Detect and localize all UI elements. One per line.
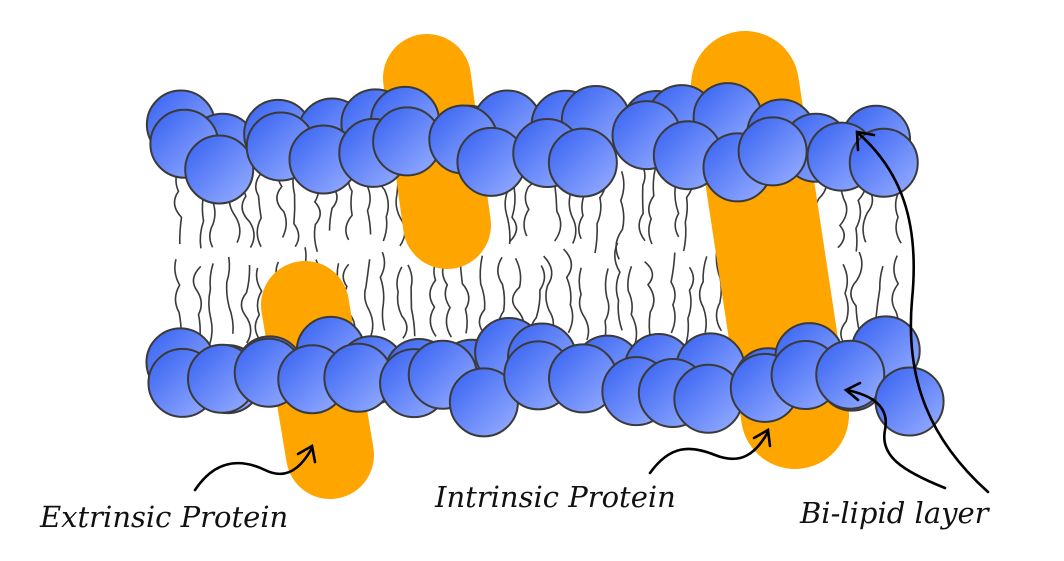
lipid-tail (254, 267, 263, 342)
lipid-tail (441, 259, 452, 338)
lipid-tail (543, 255, 555, 336)
arrows (193, 130, 990, 494)
lipid-tail (578, 267, 590, 341)
extrinsic-arrow (193, 446, 314, 492)
bilipid-arrow-lower (845, 388, 947, 490)
lipid-tail (363, 259, 374, 340)
lipid-tail (254, 171, 263, 248)
top-lipid-heads (145, 82, 919, 205)
intrinsic-arrow (648, 430, 770, 475)
lipid-tail (648, 167, 657, 245)
lipid-tail (192, 265, 203, 339)
extrinsic-protein-label: Extrinsic Protein (39, 500, 288, 534)
intrinsic-arrowhead-icon (752, 427, 772, 448)
lipid-tail (459, 257, 470, 334)
intrinsic-protein-label: Intrinsic Protein (434, 480, 676, 514)
lipid-tail (627, 266, 638, 344)
lipid-tail (208, 263, 214, 345)
bilipid-arrowhead-lower-icon (843, 381, 862, 402)
bottom-lipid-heads (145, 315, 945, 438)
lipid-tail (840, 263, 849, 344)
lipid-tail (603, 268, 610, 345)
bilipid-arrowhead-upper-icon (855, 130, 876, 152)
lipid-tail (563, 248, 574, 334)
lipid-tail (225, 256, 234, 334)
lipid-head (547, 127, 618, 198)
lipid-tail (407, 264, 416, 337)
lipid-tail (670, 252, 676, 334)
lipid-tail (174, 259, 183, 336)
lipid-tail (644, 260, 655, 342)
lipid-tail (685, 266, 695, 344)
lipid-tail (173, 168, 183, 245)
lipid-head (815, 339, 886, 410)
lipid-tail (615, 171, 625, 260)
lipid-tail (240, 264, 252, 344)
lipid-tail (698, 256, 708, 333)
lipid-tail (429, 254, 440, 337)
lipid-tail (715, 252, 723, 332)
lipid-tail (478, 255, 486, 335)
lipid-tail (379, 251, 386, 331)
bilipid-layer-label: Bi-lipid layer (799, 496, 991, 530)
lipid-head (184, 134, 255, 205)
lipid-tail (292, 168, 300, 248)
lipid-head (737, 116, 808, 187)
extrinsic-arrowhead-icon (296, 443, 317, 464)
lipid-tail (638, 161, 646, 242)
lipid-tail (850, 251, 863, 332)
lipid-tail (396, 266, 408, 339)
lipid-tail (614, 242, 623, 331)
bilipid-arrow-upper (856, 131, 990, 494)
